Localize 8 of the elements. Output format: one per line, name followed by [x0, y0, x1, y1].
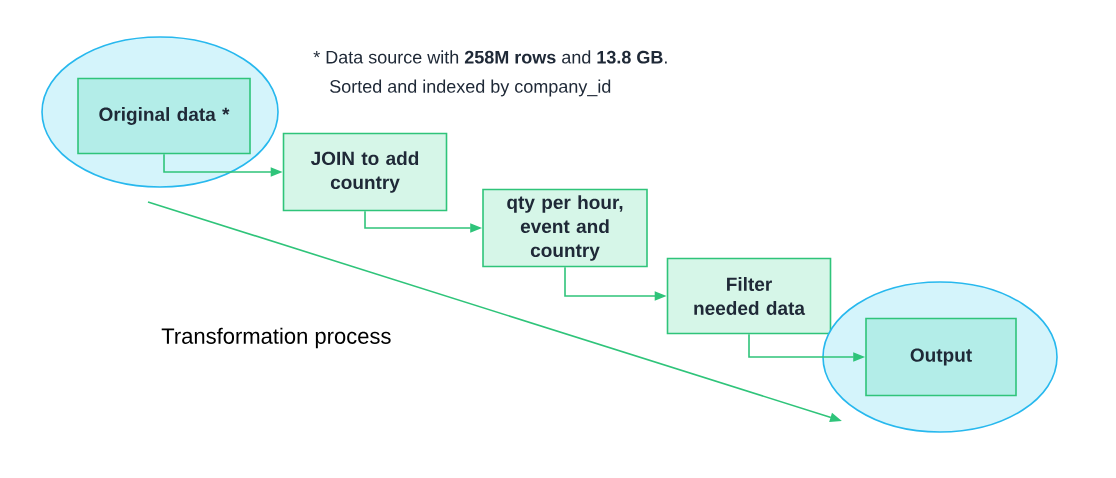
note-text: Sorted and indexed by company_id — [330, 79, 611, 97]
process-box: Filter needed data — [666, 257, 832, 335]
process-box: Original data * — [77, 77, 251, 155]
note-text: * Data source with 258M rows and 13.8 GB. — [313, 50, 667, 64]
process-box: JOIN to add country — [282, 132, 448, 212]
process-label: Transformation process — [161, 327, 391, 349]
process-box: Output — [865, 317, 1017, 397]
process-box: qty per hour, event and country — [482, 188, 648, 268]
